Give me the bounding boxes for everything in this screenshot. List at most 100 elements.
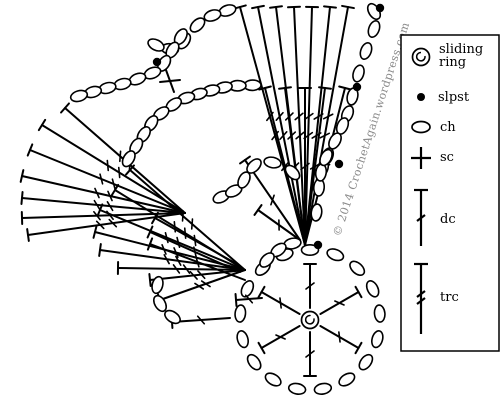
treble-crochet-bar xyxy=(99,173,104,185)
treble-crochet-bar xyxy=(319,132,331,139)
single-crochet xyxy=(159,79,181,83)
double-crochet-bar xyxy=(305,350,315,358)
treble-crochet-bar xyxy=(303,112,314,121)
chain-stitch xyxy=(189,17,206,33)
double-crochet-top xyxy=(239,155,251,165)
treble-crochet-top xyxy=(148,273,152,287)
chain-stitch xyxy=(203,9,222,22)
treble-crochet-top xyxy=(92,225,98,239)
chain-stitch xyxy=(359,42,373,60)
treble-crochet-bar xyxy=(194,282,205,290)
chain-stitch xyxy=(259,252,275,268)
treble-crochet-top xyxy=(251,4,265,10)
treble-crochet-bar xyxy=(175,255,182,266)
chain-stitch xyxy=(264,372,282,387)
double-crochet-bar xyxy=(195,256,200,268)
treble-crochet-top xyxy=(96,203,104,217)
double-crochet-top xyxy=(258,85,272,91)
treble-crochet-bar xyxy=(119,150,122,163)
legend-item-sliding-ring: sliding ring xyxy=(411,42,483,70)
stitch-chart xyxy=(19,2,386,395)
chain-stitch xyxy=(373,304,386,323)
chain-stitch xyxy=(358,353,374,371)
sliding-ring-icon xyxy=(411,47,431,67)
legend-label-dc: dc xyxy=(440,212,456,227)
double-crochet-icon xyxy=(414,188,428,246)
sliding-ring-inner xyxy=(304,314,315,325)
legend-item-slip-stitch: slpst xyxy=(417,90,470,105)
chain-icon xyxy=(411,120,431,134)
treble-crochet-bar xyxy=(106,159,110,172)
treble-crochet xyxy=(114,189,246,271)
double-crochet-bar xyxy=(338,331,341,343)
double-crochet-top xyxy=(234,293,238,307)
treble-crochet xyxy=(293,6,306,246)
legend-box: sliding ring slpst ch sc dc xyxy=(400,34,500,352)
legend-item-double-crochet: dc xyxy=(414,188,456,246)
treble-crochet-bar xyxy=(173,247,179,258)
slip-stitch-icon xyxy=(417,93,425,101)
chain-stitch xyxy=(121,150,136,168)
legend-label-sliding: sliding xyxy=(439,42,483,57)
treble-crochet xyxy=(29,149,186,214)
treble-crochet-bar xyxy=(164,231,169,244)
double-crochet-top xyxy=(354,341,363,355)
double-crochet-bar xyxy=(244,294,254,304)
legend-label-ring: ring xyxy=(439,55,466,70)
treble-crochet xyxy=(21,175,186,214)
treble-crochet xyxy=(149,269,246,281)
chain-stitch xyxy=(152,294,168,313)
treble-crochet-bar xyxy=(275,111,284,121)
slip-stitch xyxy=(352,82,362,92)
treble-crochet-bar xyxy=(94,187,100,199)
double-crochet-bar xyxy=(196,315,206,325)
treble-crochet-top xyxy=(19,169,25,183)
legend-item-single-crochet: sc xyxy=(411,147,454,169)
treble-crochet-bar xyxy=(200,280,211,288)
chain-stitch xyxy=(236,330,249,349)
treble-crochet-bar xyxy=(190,218,194,230)
slip-stitch xyxy=(152,57,162,67)
treble-crochet xyxy=(94,231,246,271)
treble-crochet-top xyxy=(60,102,70,114)
treble-crochet xyxy=(304,6,313,246)
treble-crochet xyxy=(99,209,246,271)
treble-crochet-top xyxy=(26,228,30,242)
chain-stitch xyxy=(234,304,247,323)
chain-stitch xyxy=(326,248,345,262)
double-crochet-bar xyxy=(193,234,197,247)
treble-crochet-bar xyxy=(161,244,167,255)
double-crochet-bar xyxy=(281,161,289,172)
slip-stitch xyxy=(334,159,344,169)
treble-crochet xyxy=(117,267,246,271)
treble-crochet-bar xyxy=(107,190,113,202)
legend-label-ch: ch xyxy=(440,120,456,135)
double-crochet-top xyxy=(257,341,266,355)
chain-stitch xyxy=(240,280,255,298)
treble-crochet-top xyxy=(269,5,283,9)
chain-stitch xyxy=(349,260,366,276)
chain-stitch xyxy=(367,20,381,38)
chain-stitch xyxy=(246,353,262,371)
chain-stitch xyxy=(319,148,333,167)
legend-label-slpst: slpst xyxy=(438,90,470,105)
treble-crochet xyxy=(99,249,246,271)
chain-stitch xyxy=(365,280,380,298)
chain-stitch xyxy=(352,64,365,83)
treble-crochet xyxy=(304,6,349,246)
chain-stitch xyxy=(284,164,301,181)
double-crochet-top xyxy=(354,285,363,299)
treble-crochet-bar xyxy=(95,220,105,230)
double-crochet-top xyxy=(318,86,332,90)
chain-stitch xyxy=(371,330,384,349)
legend-item-chain: ch xyxy=(411,120,456,135)
chain-stitch xyxy=(69,89,89,103)
treble-crochet-top xyxy=(323,5,337,9)
treble-crochet xyxy=(21,197,186,214)
treble-crochet-bar xyxy=(322,113,334,120)
double-crochet-bar xyxy=(279,297,282,309)
treble-crochet-top xyxy=(341,4,355,10)
treble-crochet-top xyxy=(110,183,120,197)
treble-crochet-bar xyxy=(294,112,304,121)
